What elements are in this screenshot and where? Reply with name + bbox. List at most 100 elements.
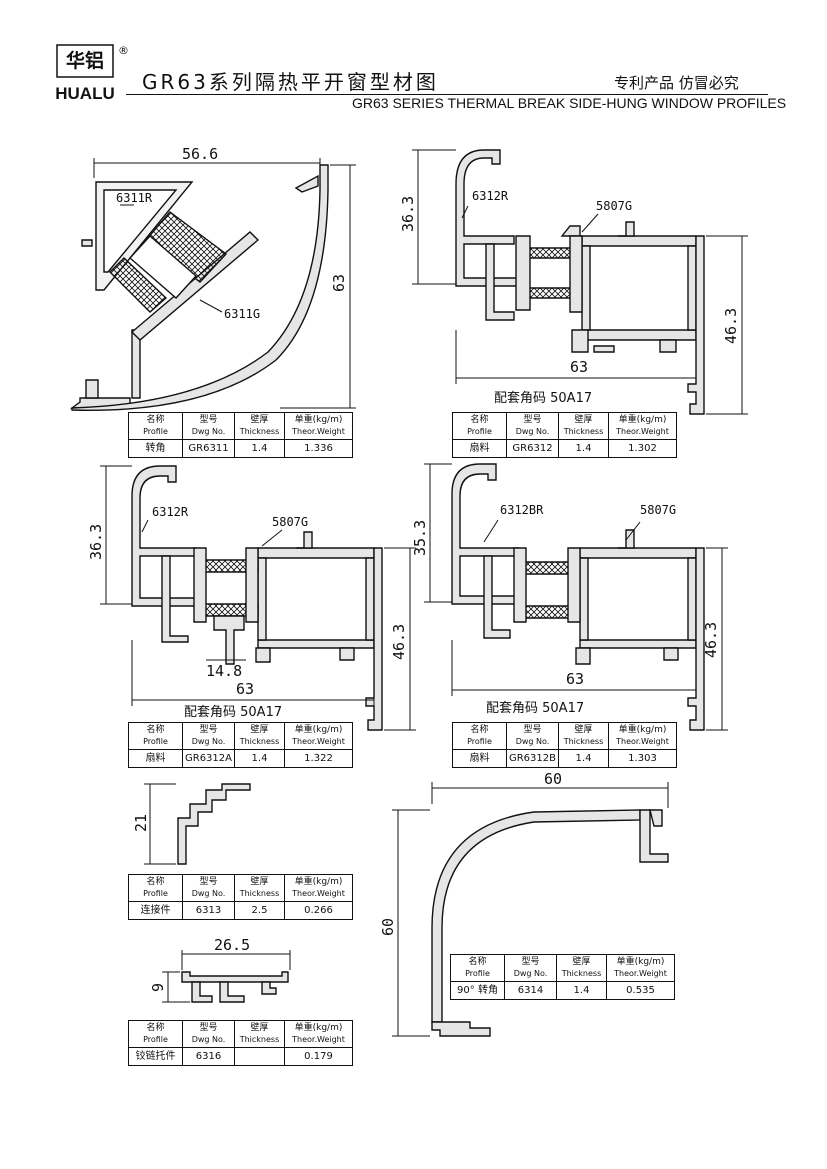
th-weight: 单重(kg/m)Theor.Weight [284,722,353,750]
profile-gr6312-drawing [455,149,705,415]
profile-gr6312a-drawing [131,465,383,731]
page-title-cn: GR63系列隔热平开窗型材图 [142,70,439,94]
gr6312b-width-dim: 63 [566,670,584,688]
cell-dwg: GR6312B [506,749,559,768]
table-row: 扇料 GR6312 1.4 1.302 [452,439,677,458]
logo-en-text: HUALU [55,84,115,103]
profile-gr6311-dims [93,158,356,409]
table-row: 扇料 GR6312B 1.4 1.303 [452,749,677,768]
cell-dwg: 6316 [182,1047,235,1066]
th-weight: 单重(kg/m)Theor.Weight [608,722,677,750]
profile-6314-dims [392,782,669,1037]
gr6312a-label-6312r: 6312R [152,505,189,519]
profile-gr6312-dims [412,149,748,415]
6316-height-dim: 9 [149,983,167,992]
cell-name: 铰链托件 [128,1047,183,1066]
gr6312b-label-5807g: 5807G [640,503,676,517]
gr6312a-tab-dim: 14.8 [206,662,242,680]
gr6312b-label-6312br: 6312BR [500,503,544,517]
cell-name: 转角 [128,439,183,458]
gr6312-height-dim-right: 46.3 [722,308,740,344]
cell-dwg: GR6312 [506,439,559,458]
6314-width-dim: 60 [544,770,562,788]
profile-6316-dims [162,950,291,1003]
cell-name: 扇料 [128,749,183,768]
cell-thickness: 1.4 [556,981,607,1000]
cell-weight: 1.302 [608,439,677,458]
gr6312b-height-dim-top: 35.3 [411,520,429,556]
cell-thickness [234,1047,285,1066]
cell-name: 90° 转角 [450,981,505,1000]
profile-6314-drawing [431,809,669,1037]
gr6312-corner-note: 配套角码 50A17 [494,390,592,406]
cell-thickness: 1.4 [234,749,285,768]
table-row: 连接件 6313 2.5 0.266 [128,901,353,920]
gr6311-label-6311g: 6311G [224,307,260,321]
cell-thickness: 2.5 [234,901,285,920]
profile-gr6312b-dims [424,463,728,731]
gr6311-width-dim: 56.6 [182,145,218,163]
gr6312a-label-5807g: 5807G [272,515,308,529]
profile-gr6312a-dims [100,465,416,731]
gr6311-height-dim: 63 [330,274,348,292]
th-weight: 单重(kg/m)Theor.Weight [284,1020,353,1048]
table-row: 90° 转角 6314 1.4 0.535 [450,981,675,1000]
logo-emblem-icon [56,44,114,78]
cell-thickness: 1.4 [558,749,609,768]
th-weight: 单重(kg/m)Theor.Weight [284,874,353,902]
cell-weight: 1.303 [608,749,677,768]
cell-dwg: GR6311 [182,439,235,458]
cell-name: 扇料 [452,749,507,768]
6314-height-dim: 60 [379,918,397,936]
cell-thickness: 1.4 [558,439,609,458]
th-weight: 单重(kg/m)Theor.Weight [608,412,677,440]
cell-dwg: GR6312A [182,749,235,768]
profile-gr6312b-drawing [451,463,705,731]
cell-weight: 1.336 [284,439,353,458]
patent-notice: 专利产品 仿冒必究 [614,74,739,92]
th-weight: 单重(kg/m)Theor.Weight [606,954,675,982]
gr6312a-height-dim-top: 36.3 [87,524,105,560]
cell-thickness: 1.4 [234,439,285,458]
table-row: 铰链托件 6316 0.179 [128,1047,353,1066]
th-weight: 单重(kg/m)Theor.Weight [284,412,353,440]
hualu-logo: 华铝 HUALU ® [52,44,129,104]
profile-6313-dims [144,783,176,865]
table-row: 扇料 GR6312A 1.4 1.322 [128,749,353,768]
profile-6313-drawing [177,783,251,865]
gr6312a-corner-note: 配套角码 50A17 [184,704,282,720]
header-rule [126,94,768,95]
cell-weight: 0.535 [606,981,675,1000]
cell-dwg: 6313 [182,901,235,920]
gr6312b-height-dim-right: 46.3 [702,622,720,658]
registered-mark: ® [118,44,129,57]
cell-weight: 0.179 [284,1047,353,1066]
gr6312a-height-dim-right: 46.3 [390,624,408,660]
logo-cn-text: 华铝 [65,50,104,72]
profile-6316-drawing [181,971,289,1003]
